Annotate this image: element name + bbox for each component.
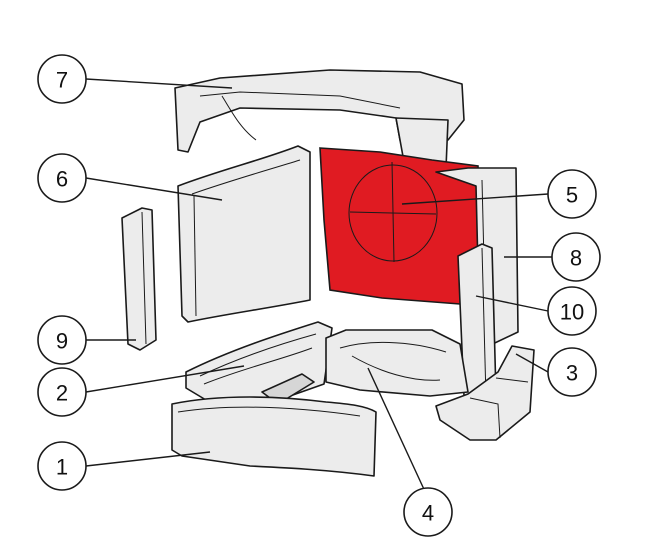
part-6-left-side-panel xyxy=(177,145,311,323)
leader-4 xyxy=(367,367,429,499)
part-1-front-lip xyxy=(171,396,377,477)
callout-3: 3 xyxy=(547,347,597,397)
leader-3 xyxy=(515,353,549,373)
part-9-narrow-brick xyxy=(121,207,157,351)
leader-1 xyxy=(85,451,211,467)
leader-6 xyxy=(85,177,223,201)
part-4-floor-right xyxy=(325,329,469,397)
callouts: 7 6 5 8 10 9 3 2 xyxy=(37,54,601,537)
callout-5-label: 5 xyxy=(566,183,578,208)
callout-7: 7 xyxy=(37,54,87,104)
leader-5 xyxy=(401,193,549,205)
callout-6-label: 6 xyxy=(56,167,68,192)
callout-6: 6 xyxy=(37,153,87,203)
callout-4-label: 4 xyxy=(422,501,434,526)
leader-lines xyxy=(85,78,552,499)
callout-10: 10 xyxy=(547,286,597,336)
callout-8-label: 8 xyxy=(570,246,582,271)
part-2-floor-left xyxy=(185,321,333,405)
callout-2: 2 xyxy=(37,367,87,417)
part-3-base-corner xyxy=(435,345,535,441)
callout-2-label: 2 xyxy=(56,381,68,406)
callout-10-label: 10 xyxy=(560,300,584,325)
callout-9: 9 xyxy=(37,315,87,365)
callout-4: 4 xyxy=(403,487,453,537)
callout-8: 8 xyxy=(551,232,601,282)
callout-9-label: 9 xyxy=(56,329,68,354)
leader-2 xyxy=(85,365,245,393)
callout-1: 1 xyxy=(37,441,87,491)
leader-10 xyxy=(475,295,549,312)
callout-3-label: 3 xyxy=(566,361,578,386)
callout-5: 5 xyxy=(547,169,597,219)
callout-1-label: 1 xyxy=(56,455,68,480)
leader-7 xyxy=(85,78,233,89)
callout-7-label: 7 xyxy=(56,68,68,93)
